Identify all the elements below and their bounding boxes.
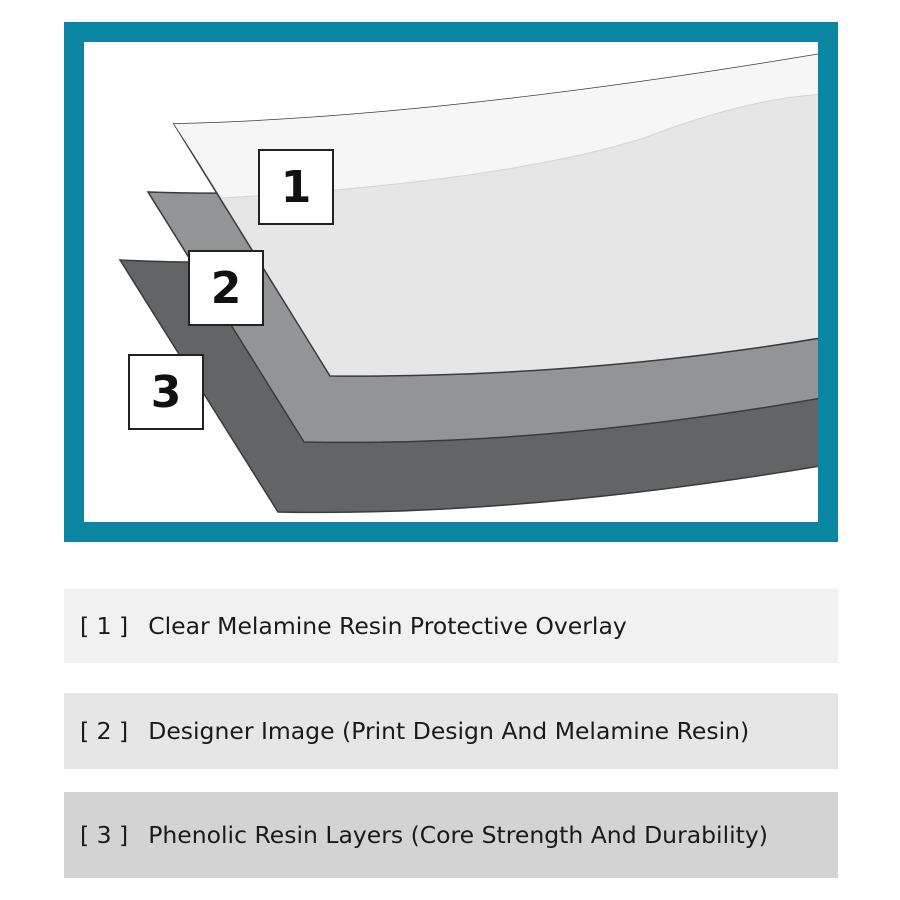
layer-3-number-box: 3: [128, 354, 204, 430]
legend-text-3: Phenolic Resin Layers (Core Strength And…: [148, 821, 768, 849]
layer-3-number: 3: [150, 366, 182, 418]
legend-key-3: [ 3 ]: [80, 821, 129, 849]
layer-1-number-box: 1: [258, 149, 334, 225]
diagram-frame: [64, 22, 838, 542]
legend-text-1: Clear Melamine Resin Protective Overlay: [148, 612, 627, 640]
legend-key-2: [ 2 ]: [80, 717, 129, 745]
layer-2-number: 2: [210, 262, 242, 314]
layer-1-highlight-edge: [221, 94, 818, 199]
legend-item-1: [ 1 ] Clear Melamine Resin Protective Ov…: [64, 589, 838, 663]
legend-key-1: [ 1 ]: [80, 612, 129, 640]
legend-item-3: [ 3 ] Phenolic Resin Layers (Core Streng…: [64, 792, 838, 878]
legend-item-2: [ 2 ] Designer Image (Print Design And M…: [64, 693, 838, 769]
legend-text-2: Designer Image (Print Design And Melamin…: [148, 717, 750, 745]
layer-1-number: 1: [280, 161, 312, 213]
layer-diagram: [118, 53, 818, 514]
layer-1-highlight: [174, 54, 818, 198]
layer-2-number-box: 2: [188, 250, 264, 326]
